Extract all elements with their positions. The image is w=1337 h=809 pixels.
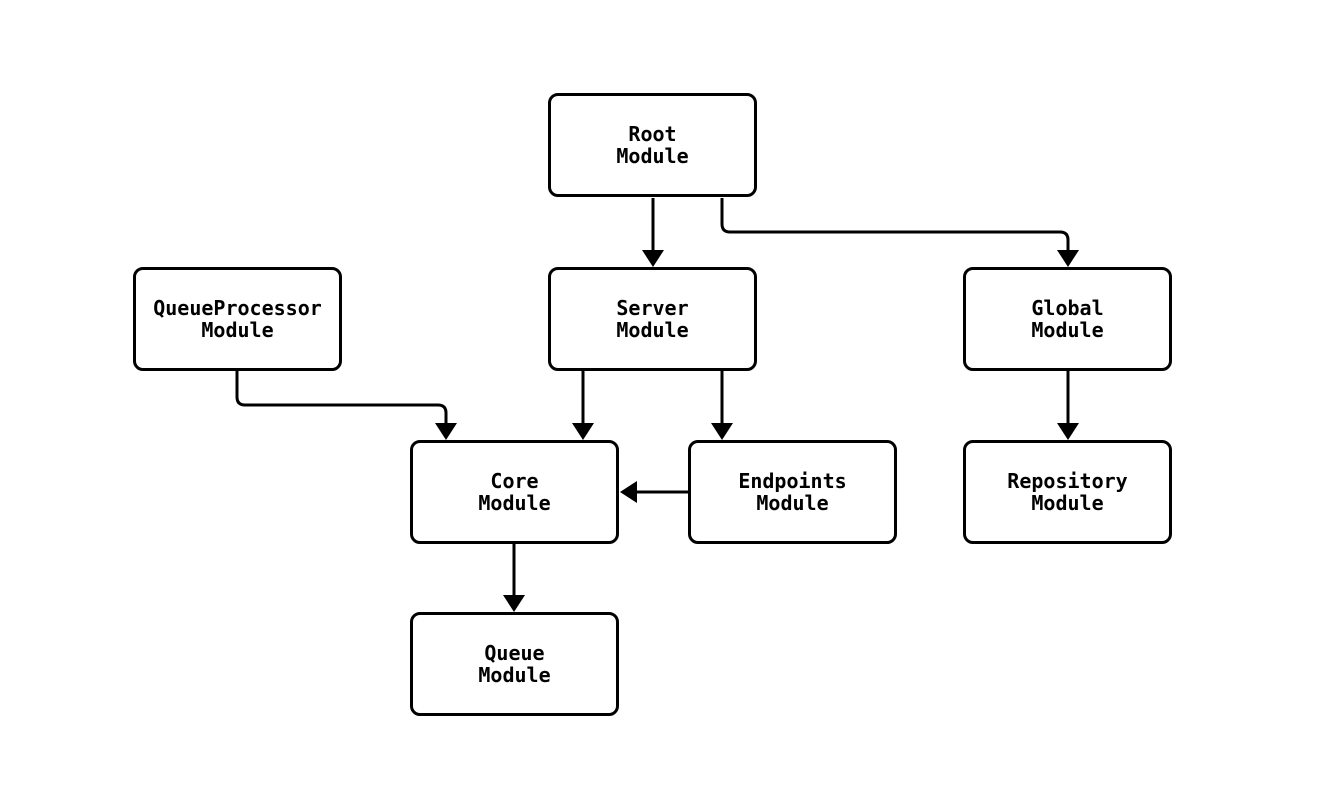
node-endpoints-module: Endpoints Module (688, 440, 897, 544)
arrowhead-icon (503, 595, 525, 612)
node-label: Core Module (478, 469, 551, 515)
node-repository-module: Repository Module (963, 440, 1172, 544)
node-label: Root Module (616, 122, 689, 168)
node-label: Repository Module (1007, 469, 1128, 515)
node-queueprocessor-module: QueueProcessor Module (133, 267, 342, 371)
node-label: Global Module (1031, 296, 1104, 342)
edge-global-to-repository (1057, 371, 1079, 440)
node-label: Queue Module (478, 641, 551, 687)
edge-queueprocessor-to-core (235, 371, 457, 440)
edge-root-to-server (642, 198, 664, 267)
node-global-module: Global Module (963, 267, 1172, 371)
node-core-module: Core Module (410, 440, 619, 544)
edge-root-to-global (720, 198, 1079, 267)
arrowhead-icon (642, 250, 664, 267)
node-root-module: Root Module (548, 93, 757, 197)
node-server-module: Server Module (548, 267, 757, 371)
edge-server-to-endpoints (711, 371, 733, 440)
arrowhead-icon (620, 481, 637, 503)
edge-endpoints-to-core (620, 481, 688, 503)
arrowhead-icon (1057, 423, 1079, 440)
edge-core-to-queue (503, 544, 525, 612)
node-label: Endpoints Module (738, 469, 847, 515)
node-label: Server Module (616, 296, 689, 342)
edge-server-to-core (572, 371, 594, 440)
arrowhead-icon (711, 423, 733, 440)
node-queue-module: Queue Module (410, 612, 619, 716)
arrowhead-icon (435, 423, 457, 440)
arrowhead-icon (572, 423, 594, 440)
arrowhead-icon (1057, 250, 1079, 267)
node-label: QueueProcessor Module (153, 296, 322, 342)
